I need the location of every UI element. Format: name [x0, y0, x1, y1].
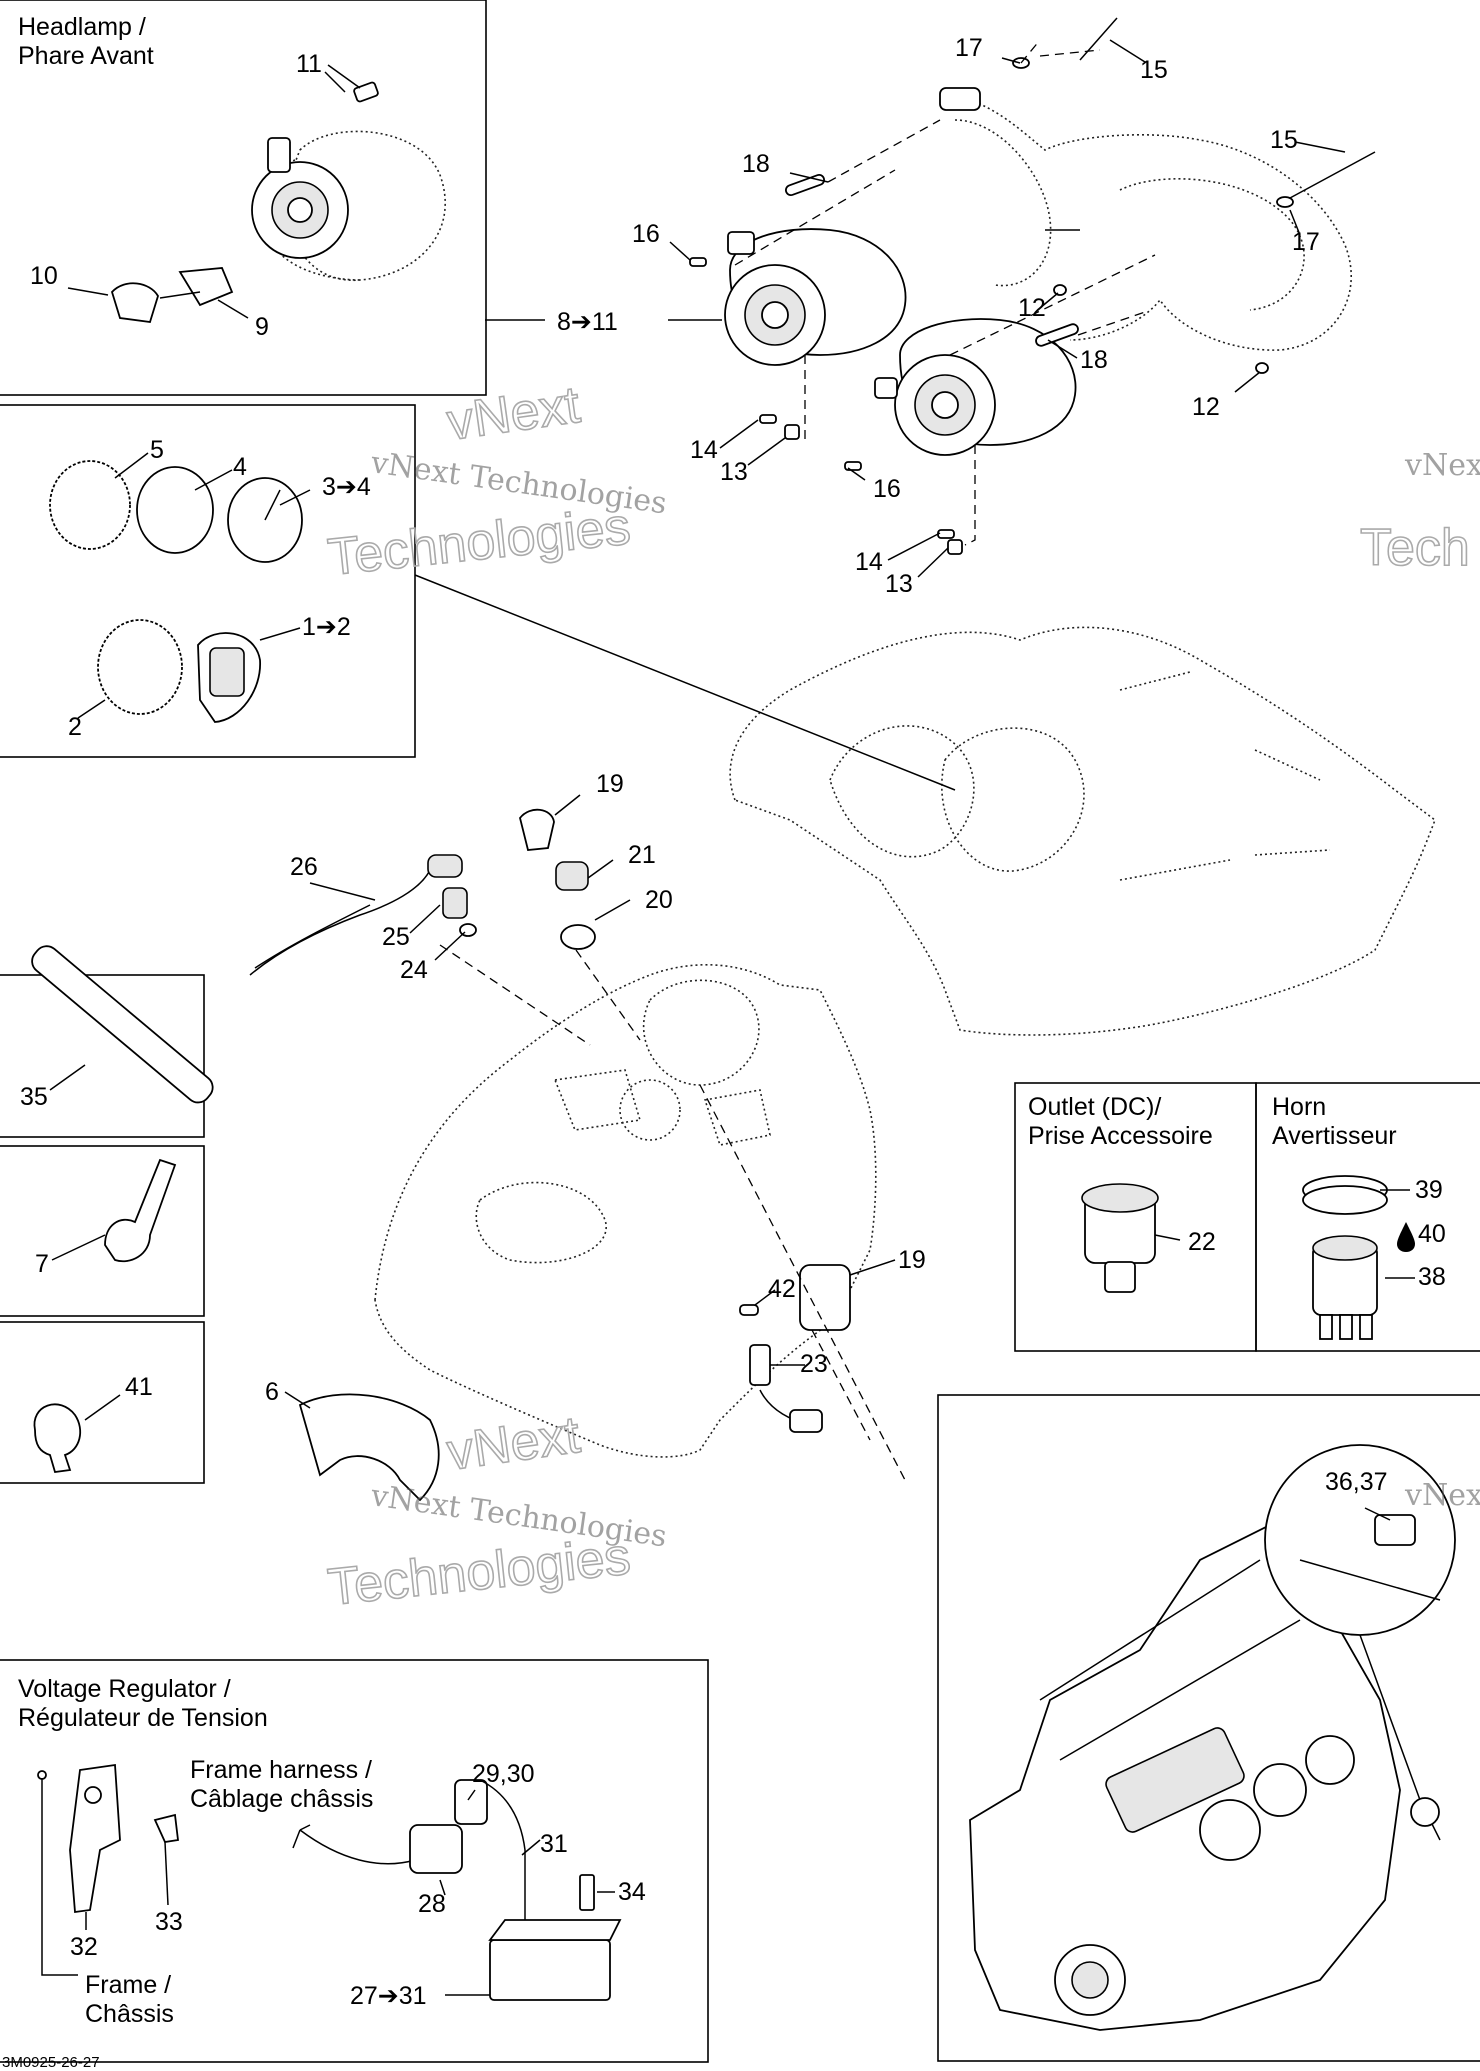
callout-label: 24 [400, 956, 428, 984]
callout-label: 23 [800, 1350, 828, 1378]
callout-label: 35 [20, 1083, 48, 1111]
horn-header: Avertisseur [1272, 1122, 1397, 1150]
part-35-box [0, 974, 205, 1138]
callout-label: 42 [768, 1275, 796, 1303]
callout-label: 32 [70, 1933, 98, 1961]
callout-label: 12 [1018, 294, 1046, 322]
callout-label: 9 [255, 313, 269, 341]
callout-label: 11 [296, 50, 322, 78]
horn-header: Horn [1272, 1093, 1326, 1121]
headlamp-header: Phare Avant [18, 42, 154, 70]
watermark-text: vNext [1404, 1478, 1480, 1513]
callout-label: 16 [873, 475, 901, 503]
callout-label: 38 [1418, 1263, 1446, 1291]
horn-box [1255, 1082, 1480, 1352]
regulator-box [0, 1659, 709, 2063]
callout-label: 40 [1418, 1220, 1446, 1248]
small-parts-left [31, 945, 214, 1473]
ignition-parts [249, 808, 906, 1502]
callout-label: 18 [742, 150, 770, 178]
callout-label: 31 [540, 1830, 568, 1858]
callout-label: 19 [898, 1246, 926, 1274]
callout-label: 22 [1188, 1228, 1216, 1256]
callout-label: 15 [1140, 56, 1168, 84]
part-41-box [0, 1321, 205, 1484]
outlet-header: Outlet (DC)/ [1028, 1093, 1161, 1121]
gauge-parts [49, 460, 303, 723]
outlet-horn-parts [1081, 1175, 1388, 1340]
callout-label: 29,30 [472, 1760, 535, 1788]
regulator-header: Voltage Regulator / [18, 1675, 231, 1703]
callout-label: 39 [1415, 1176, 1443, 1204]
callout-label: 1➔2 [302, 613, 351, 641]
leader-lines [49, 39, 1415, 1996]
outlet-header: Prise Accessoire [1028, 1122, 1213, 1150]
watermark-text: Technologies [325, 1528, 633, 1617]
headlamp-pair-assembly [689, 17, 1376, 555]
callout-label: 15 [1270, 126, 1298, 154]
callout-label: 36,37 [1325, 1468, 1388, 1496]
watermark-text: vNext [444, 376, 584, 452]
callout-label: 12 [1192, 393, 1220, 421]
callout-label: 3➔4 [322, 473, 371, 501]
callout-label: 17 [1292, 228, 1320, 256]
callouts: 11 10 9 8➔11 17 15 15 17 18 16 12 18 12 … [20, 34, 1446, 2010]
callout-label: 17 [955, 34, 983, 62]
callout-label: 34 [618, 1878, 646, 1906]
callout-label: 41 [125, 1373, 153, 1401]
callout-label: 6 [265, 1378, 279, 1406]
harness-label: Frame harness / [190, 1756, 372, 1784]
callout-label: 5 [150, 436, 164, 464]
callout-label: 10 [30, 262, 58, 290]
drop-icon [1397, 1222, 1415, 1252]
callout-label: 27➔31 [350, 1982, 427, 2010]
console [374, 963, 877, 1458]
watermark-text: vNext [1404, 448, 1480, 483]
watermark-text: Technologies [325, 498, 633, 587]
watermark-text: Tech [1360, 519, 1470, 577]
headlamp-exploded-assembly [110, 71, 446, 323]
engine-box [937, 1394, 1480, 2062]
callout-label: 26 [290, 853, 318, 881]
gauge-box [0, 404, 416, 758]
callout-label: 4 [233, 453, 247, 481]
callout-label: 21 [628, 841, 656, 869]
harness-label: Câblage châssis [190, 1785, 373, 1813]
callout-label: 25 [382, 923, 410, 951]
callout-label: 33 [155, 1908, 183, 1936]
callout-label: 7 [35, 1250, 49, 1278]
callout-label: 28 [418, 1890, 446, 1918]
callout-label: 20 [645, 886, 673, 914]
hood [729, 626, 1436, 1036]
callout-label: 14 [855, 548, 883, 576]
callout-label: 18 [1080, 346, 1108, 374]
callout-label: 16 [632, 220, 660, 248]
callout-label: 14 [690, 436, 718, 464]
headlamp-box [0, 0, 487, 396]
callout-label: 8➔11 [557, 308, 618, 336]
watermark-text: vNext [444, 1406, 584, 1482]
frame-label: Châssis [85, 2000, 174, 2028]
watermarks: vNext Technologies Technologies vNext vN… [324, 375, 1480, 1618]
section-headers: Headlamp / Phare Avant Outlet (DC)/ Pris… [18, 13, 1397, 2028]
regulator-header: Régulateur de Tension [18, 1704, 268, 1732]
part-7-box [0, 1145, 205, 1317]
headlamp-header: Headlamp / [18, 13, 146, 41]
figure-code: 3M0925-26-27 [2, 2054, 100, 2071]
callout-label: 19 [596, 770, 624, 798]
callout-label: 13 [885, 570, 913, 598]
engine [969, 1444, 1456, 2031]
regulator-parts [37, 1763, 622, 2001]
callout-label: 2 [68, 713, 82, 741]
callout-label: 13 [720, 458, 748, 486]
frame-label: Frame / [85, 1971, 171, 1999]
